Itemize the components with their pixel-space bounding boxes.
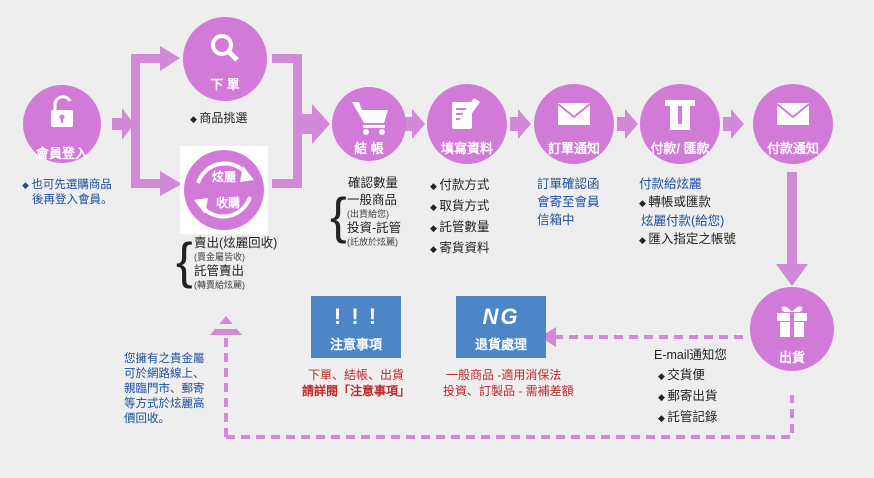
fill-note-item: 寄貨資料 xyxy=(430,238,489,259)
recycle-notes: 賣出(炫麗回收) (賣金屬皆收) 託管賣出 (轉賣給炫麗) xyxy=(194,235,277,291)
recycle-arrow-bottom xyxy=(194,198,208,214)
notify-note-line: 信箱中 xyxy=(537,213,575,227)
arrow-checkout-fill xyxy=(404,109,425,139)
checkout-normal-sub: (出貨給您) xyxy=(347,209,389,219)
recycle-arrow-top xyxy=(240,166,254,182)
branch-top xyxy=(131,54,163,63)
pay-you: 炫麗付款(給您) xyxy=(641,214,725,228)
recycle-sell-sub: (賣金屬皆收) xyxy=(194,252,245,262)
recycle-info: 您擁有之貴金屬 可於網路線上、 親臨門市、郵寄 等方式於炫麗高 價回收。 xyxy=(124,352,205,427)
order-note: 商品挑選 xyxy=(190,110,247,128)
login-note: 也可先選購商品 後再登入會員。 xyxy=(22,178,113,208)
branch-vertical xyxy=(131,54,140,188)
arrow-to-checkout xyxy=(302,104,330,144)
arrow-down-head xyxy=(776,264,808,286)
checkout-normal: 一般商品 xyxy=(347,193,398,207)
recycle-sell: 賣出(炫麗回收) xyxy=(194,236,278,250)
return-line1: 一般商品 -適用消保法 xyxy=(446,368,562,382)
pay-transfer: 轉帳或匯款 xyxy=(639,193,736,212)
pay-notes: 付款給炫麗 轉帳或匯款 炫麗付款(給您) 匯入指定之帳號 xyxy=(639,175,736,249)
login-note-line2: 後再登入會員。 xyxy=(32,194,113,206)
ship-item: 郵寄出貨 xyxy=(654,386,727,407)
notice-line1: 下單、結帳、出貨 xyxy=(308,368,405,382)
ship-notes: E-mail通知您 交貨便 郵寄出貨 託管記錄 xyxy=(654,345,727,428)
arrow-login xyxy=(112,108,134,140)
step-order[interactable]: 下 單 xyxy=(210,77,240,92)
mail-notify-icon xyxy=(776,103,810,125)
notify-notes: 訂單確認函 會寄至會員 信箱中 xyxy=(537,175,600,229)
checkout-brace: { xyxy=(330,188,347,244)
step-login[interactable]: 會員登入 xyxy=(35,146,88,161)
arrow-to-recycle xyxy=(160,171,182,196)
checkout-invest: 投資-託管 xyxy=(347,221,402,235)
ship-item: 託管記錄 xyxy=(654,407,727,428)
step-checkout[interactable]: 結 帳 xyxy=(354,141,384,156)
notify-note-line: 會寄至會員 xyxy=(537,195,600,209)
dashed-arrow-left-head xyxy=(540,327,556,347)
recycle-consign-sub: (轉賣給炫麗) xyxy=(194,280,245,290)
step-paynotify[interactable]: 付款通知 xyxy=(766,141,819,156)
checkout-confirm: 確認數量 xyxy=(348,176,399,190)
recycle-info-line: 等方式於炫麗高 xyxy=(124,398,205,410)
step-fill[interactable]: 填寫資料 xyxy=(440,141,493,156)
circle-checkout xyxy=(332,87,406,161)
arrow-down-shaft xyxy=(787,172,797,268)
return-line2: 投資、訂製品 - 需補差額 xyxy=(443,384,574,398)
notify-note-line: 訂單確認函 xyxy=(537,177,600,191)
notice-box[interactable]: ! ! ! 注意事項 xyxy=(311,296,401,358)
recycle-info-line: 您擁有之貴金屬 xyxy=(124,353,205,365)
ship-item: 交貨便 xyxy=(654,365,727,386)
checkout-options: 一般商品 (出貨給您) 投資-託管 (託放於炫麗) xyxy=(347,192,401,248)
notice-line2: 請詳閱「注意事項」 xyxy=(302,384,411,398)
ng-icon: NG xyxy=(482,304,520,329)
step-pay[interactable]: 付款/ 匯款 xyxy=(650,141,710,156)
recycle-label-top[interactable]: 炫麗 xyxy=(211,170,236,184)
fill-notes: 付款方式 取貨方式 託管數量 寄貨資料 xyxy=(430,175,489,259)
merge-top xyxy=(272,54,302,63)
exclamation-icon: ! ! ! xyxy=(333,304,379,329)
step-notify[interactable]: 訂單通知 xyxy=(547,141,600,156)
arrow-notify-pay xyxy=(617,109,638,139)
fill-note-item: 取貨方式 xyxy=(430,196,489,217)
merge-vertical xyxy=(293,54,302,188)
recycle-brace: { xyxy=(176,233,193,289)
arrow-pay-paynotify xyxy=(723,109,744,139)
atm-icon xyxy=(665,100,695,130)
search-icon xyxy=(211,34,239,62)
arrow-to-order xyxy=(160,46,180,71)
recycle-label-bottom[interactable]: 收購 xyxy=(215,196,240,210)
fill-note-item: 託管數量 xyxy=(430,217,489,238)
recycle-consign: 託管賣出 xyxy=(194,264,245,278)
branch-bottom xyxy=(131,179,163,188)
gift-icon xyxy=(777,306,807,337)
merge-bottom xyxy=(272,179,302,188)
cart-icon xyxy=(352,102,388,135)
arrow-fill-notify xyxy=(510,109,531,139)
form-icon xyxy=(452,98,480,129)
dashed-bottom xyxy=(226,395,794,439)
recycle-info-line: 親臨門市、郵寄 xyxy=(124,383,205,395)
pay-account: 匯入指定之帳號 xyxy=(639,230,736,249)
circle-order xyxy=(183,17,267,101)
checkout-invest-sub: (託放於炫麗) xyxy=(347,237,398,247)
fill-note-item: 付款方式 xyxy=(430,175,489,196)
recycle-info-line: 價回收。 xyxy=(124,413,170,425)
recycle-info-line: 可於網路線上、 xyxy=(124,368,205,380)
return-label: 退貨處理 xyxy=(474,337,527,352)
ship-title: E-mail通知您 xyxy=(654,348,727,362)
step-ship[interactable]: 出貨 xyxy=(778,350,805,365)
notice-label: 注意事項 xyxy=(329,337,382,352)
login-note-line1: 也可先選購商品 xyxy=(22,178,113,193)
lock-icon xyxy=(51,95,73,127)
pay-title: 付款給炫麗 xyxy=(639,177,702,191)
return-box[interactable]: NG 退貨處理 xyxy=(456,296,546,358)
mail-icon xyxy=(557,103,591,125)
dashed-up-chevron xyxy=(216,324,236,329)
